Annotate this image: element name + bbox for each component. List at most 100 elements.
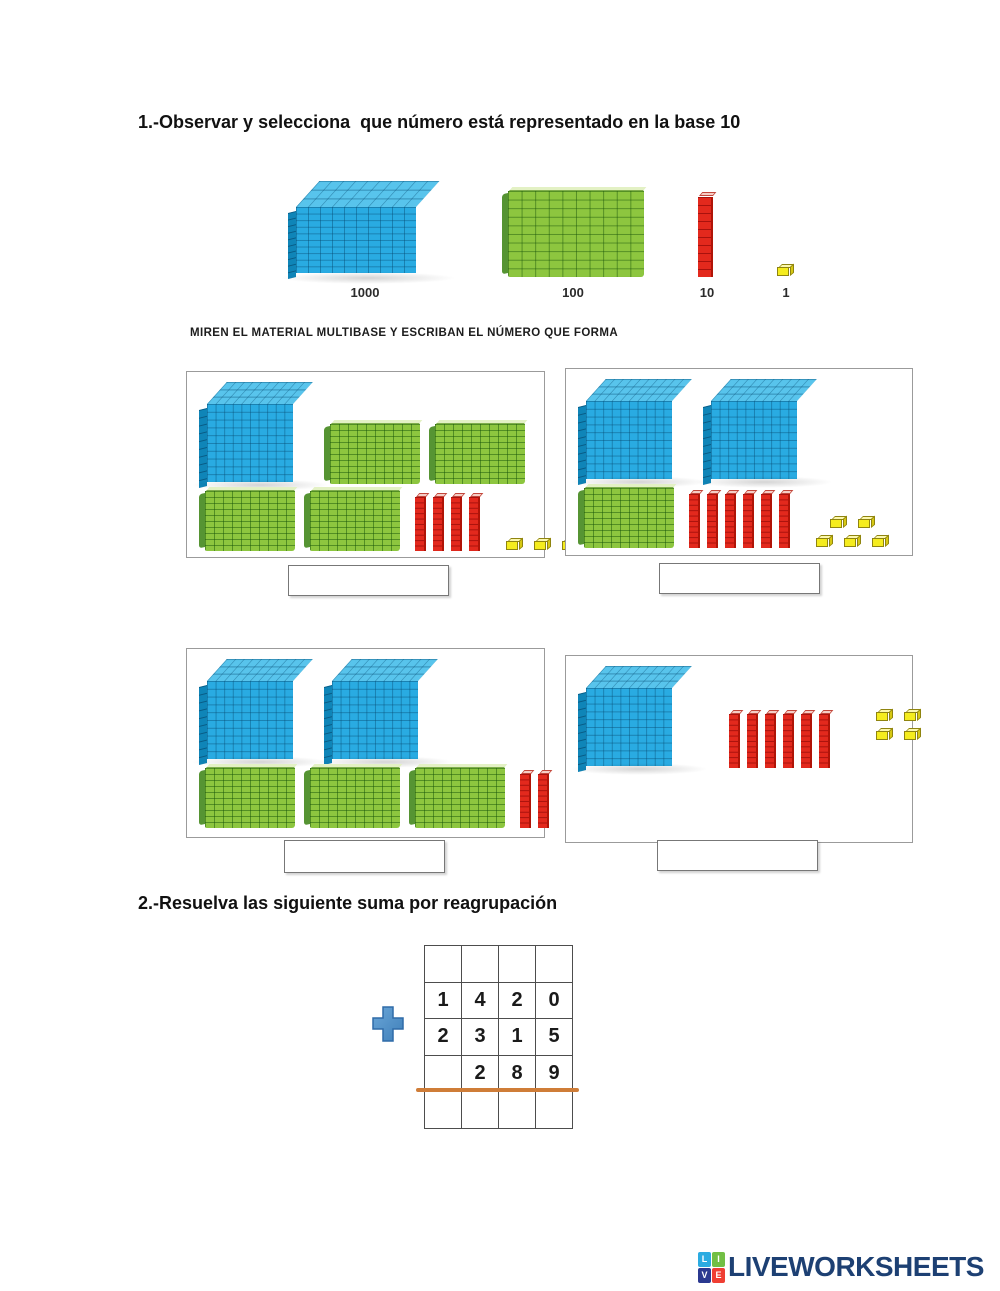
ten-rod bbox=[783, 709, 798, 768]
liveworksheets-logo-text: LIVEWORKSHEETS bbox=[728, 1251, 984, 1282]
sum-digit-cell: 8 bbox=[499, 1055, 536, 1093]
one-unit bbox=[858, 515, 877, 529]
thousand-cube bbox=[191, 382, 329, 491]
ten-rod bbox=[819, 709, 834, 768]
ten-rod bbox=[743, 489, 758, 548]
ten-rod bbox=[469, 492, 484, 551]
plus-icon bbox=[372, 1006, 404, 1042]
ten-rod bbox=[520, 769, 535, 828]
ten-rod bbox=[747, 709, 762, 768]
one-unit bbox=[534, 537, 553, 551]
answer-input-2[interactable] bbox=[659, 563, 820, 594]
legend-label-1: 1 bbox=[782, 285, 790, 300]
ten-rod bbox=[765, 709, 780, 768]
answer-input-1[interactable] bbox=[288, 565, 449, 596]
multibase-panel-3 bbox=[186, 648, 553, 838]
one-unit bbox=[830, 515, 849, 529]
sum-digit-cell: 5 bbox=[536, 1019, 573, 1056]
ten-rod-group bbox=[689, 489, 794, 548]
hundred-flat bbox=[304, 487, 403, 551]
thousand-cube bbox=[316, 659, 454, 768]
hundred-flat bbox=[199, 764, 298, 828]
one-unit bbox=[904, 727, 923, 741]
thousand-cube bbox=[280, 181, 456, 284]
sum-answer-cell[interactable] bbox=[499, 1092, 536, 1129]
question2-title: 2.-Resuelva las siguiente suma por reagr… bbox=[138, 893, 558, 913]
ten-rod bbox=[725, 489, 740, 548]
legend-item-cube: 1000 bbox=[280, 168, 456, 300]
hundred-flat bbox=[199, 487, 298, 551]
thousand-cube bbox=[695, 379, 833, 488]
ten-rod bbox=[779, 489, 794, 548]
sum-digit-cell: 2 bbox=[499, 982, 536, 1020]
ten-rod bbox=[433, 492, 448, 551]
sum-digit-cell: 3 bbox=[462, 1019, 499, 1056]
ten-rod bbox=[801, 709, 816, 768]
answer-input-4[interactable] bbox=[657, 840, 818, 871]
logo-square-l: L bbox=[698, 1251, 711, 1267]
legend-label-10: 10 bbox=[699, 285, 715, 300]
sum-digit-cell: 2 bbox=[425, 1019, 462, 1056]
base10-legend: 1000 100 10 1 bbox=[0, 168, 1000, 304]
sum-digit-cell: 9 bbox=[536, 1055, 573, 1093]
one-unit bbox=[776, 263, 796, 277]
ten-rod bbox=[415, 492, 430, 551]
ten-rod bbox=[697, 191, 717, 277]
ten-rod-group bbox=[415, 492, 484, 551]
sum-digit-cell: 4 bbox=[462, 982, 499, 1020]
hundred-flat bbox=[578, 484, 677, 548]
thousand-cube bbox=[191, 659, 329, 768]
logo-square-i: I bbox=[712, 1251, 725, 1267]
one-unit bbox=[872, 534, 891, 548]
sum-answer-cell[interactable] bbox=[536, 1092, 573, 1129]
ten-rod-group bbox=[520, 769, 553, 828]
ten-rod bbox=[538, 769, 553, 828]
hundred-flat bbox=[502, 187, 647, 277]
legend-label-1000: 1000 bbox=[350, 285, 380, 300]
thousand-cube bbox=[570, 379, 708, 488]
one-unit bbox=[816, 534, 835, 548]
logo-square-v: V bbox=[698, 1267, 711, 1283]
ten-rod-group bbox=[729, 709, 834, 768]
multibase-panel-1 bbox=[186, 371, 579, 558]
one-unit-group bbox=[876, 708, 923, 741]
one-unit bbox=[876, 708, 895, 722]
sum-digit-cell: 2 bbox=[462, 1055, 499, 1093]
hundred-flat bbox=[429, 420, 528, 484]
ten-rod bbox=[729, 709, 744, 768]
sum-answer-cell[interactable] bbox=[425, 1092, 462, 1129]
ten-rod bbox=[451, 492, 466, 551]
one-unit bbox=[876, 727, 895, 741]
legend-item-flat: 100 bbox=[498, 168, 648, 300]
logo-square-e: E bbox=[712, 1267, 725, 1283]
hundred-flat bbox=[304, 764, 403, 828]
answer-input-3[interactable] bbox=[284, 840, 445, 873]
sum-answer-cell[interactable] bbox=[499, 946, 536, 983]
sum-answer-cell[interactable] bbox=[425, 946, 462, 983]
question1-title: 1.-Observar y selecciona que número está… bbox=[138, 112, 741, 132]
hundred-flat bbox=[409, 764, 508, 828]
one-unit-group bbox=[816, 515, 891, 548]
sum-answer-cell[interactable] bbox=[425, 1055, 462, 1093]
thousand-cube bbox=[570, 666, 708, 775]
sum-digit-cell: 1 bbox=[425, 982, 462, 1020]
legend-item-unit: 1 bbox=[762, 168, 810, 300]
sum-digit-cell: 1 bbox=[499, 1019, 536, 1056]
sum-answer-cell[interactable] bbox=[462, 1092, 499, 1129]
sum-answer-cell[interactable] bbox=[536, 946, 573, 983]
one-unit bbox=[844, 534, 863, 548]
one-unit bbox=[506, 537, 525, 551]
sum-underline bbox=[416, 1088, 579, 1092]
multibase-panel-2 bbox=[565, 368, 913, 556]
ten-rod bbox=[761, 489, 776, 548]
multibase-instruction: MIREN EL MATERIAL MULTIBASE Y ESCRIBAN E… bbox=[190, 327, 619, 339]
sum-digit-cell: 0 bbox=[536, 982, 573, 1020]
multibase-panel-4 bbox=[565, 655, 921, 843]
sum-answer-cell[interactable] bbox=[462, 946, 499, 983]
ten-rod bbox=[707, 489, 722, 548]
ten-rod bbox=[689, 489, 704, 548]
